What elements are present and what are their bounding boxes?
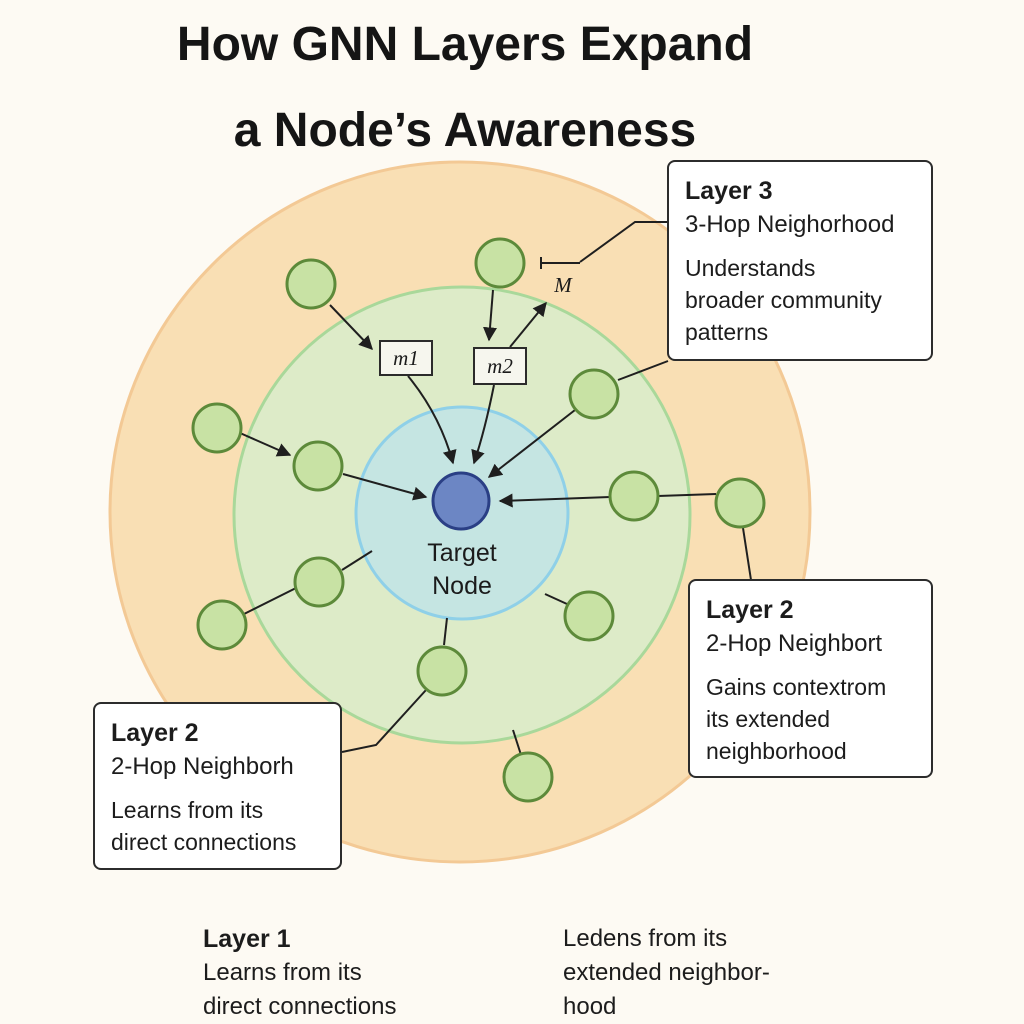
callout-layer3-desc-3: patterns (685, 319, 769, 345)
target-label-line-2: Node (432, 572, 492, 600)
edge (243, 585, 301, 615)
callout-layer2-right-title: Layer 2 (706, 596, 794, 624)
callout-layer3-subtitle: 3-Hop Neighorhood (685, 211, 895, 238)
neighbor-node (474, 237, 526, 289)
bottom-caption-right: Ledens from its extended neighbor- hood (563, 922, 770, 1024)
arrow-edge (487, 409, 576, 478)
neighbor-node (568, 368, 620, 420)
callout-layer2-left-desc-1: Learns from its (111, 797, 264, 823)
callout-connector-M (579, 221, 668, 263)
edges (243, 221, 752, 759)
callout-layer2-left-title: Layer 2 (111, 719, 199, 747)
callout-layer3-desc-1: Understands (685, 255, 816, 281)
message-box-m1 (379, 340, 433, 376)
message-label-m2: m2 (487, 354, 513, 378)
neighbor-node (563, 590, 615, 642)
edge (341, 550, 373, 571)
bottom-caption-right-line-3: hood (563, 993, 617, 1020)
neighbor-nodes (191, 237, 766, 803)
neighbor-node (285, 258, 337, 310)
message-box-m2 (473, 347, 527, 385)
callout-layer2-right-desc-2: its extended (706, 706, 831, 732)
aggregate-label-M: M (553, 273, 573, 297)
callout-layer2-right: Layer 2 2-Hop Neighbort Gains contextrom… (688, 579, 933, 778)
callout-layer2-left-desc-2: direct connections (111, 829, 297, 855)
callout-layer2-right-desc-3: neighborhood (706, 738, 847, 764)
callout-layer2-left-subtitle: 2-Hop Neighborh (111, 753, 294, 780)
neighbor-node (196, 599, 248, 651)
bottom-caption-left-line-2: direct connections (203, 993, 397, 1020)
callout-connector-layer3 (617, 360, 669, 381)
callout-layer2-left: Layer 2 2-Hop Neighborh Learns from its … (93, 702, 342, 870)
neighbor-node (416, 645, 468, 697)
arrow-edge (509, 301, 547, 348)
bottom-caption-left-title: Layer 1 (203, 925, 291, 953)
message-label-m1: m1 (393, 346, 419, 370)
diagram-title: How GNN Layers Expand a Node’s Awareness (0, 2, 930, 174)
arrow-edge (483, 289, 497, 342)
neighbor-node (714, 477, 766, 529)
bottom-caption-left-line-1: Learns from its (203, 959, 362, 986)
callout-layer3-title: Layer 3 (685, 177, 773, 205)
arrow-edge (329, 304, 373, 351)
neighbor-node (293, 556, 345, 608)
bottom-caption-left: Layer 1 Learns from its direct connectio… (203, 922, 396, 1024)
edge (657, 493, 717, 497)
callout-layer3: Layer 3 3-Hop Neighorhood Understands br… (667, 160, 933, 361)
title-line-1: How GNN Layers Expand (176, 18, 754, 71)
neighbor-node (292, 440, 344, 492)
target-node (431, 471, 491, 531)
arrow-edge (407, 375, 457, 465)
neighbor-node (608, 470, 660, 522)
callout-layer2-right-subtitle: 2-Hop Neighbort (706, 630, 883, 657)
bottom-caption-right-line-2: extended neighbor- (563, 959, 770, 986)
neighbor-node (502, 751, 554, 803)
edge (544, 593, 568, 605)
arrow-edge (498, 493, 611, 508)
neighbor-node (191, 402, 243, 454)
arrow-edge (342, 473, 428, 501)
arrow-edge (471, 384, 495, 465)
callout-connector-layer2-left (341, 689, 427, 753)
bottom-caption-right-line-1: Ledens from its (563, 925, 728, 952)
title-line-2: a Node’s Awareness (233, 104, 697, 157)
message-arrows (239, 289, 611, 508)
arrow-edge (239, 432, 292, 457)
target-label-line-1: Target (427, 539, 497, 567)
edge (742, 527, 752, 581)
callout-layer3-desc-2: broader community (685, 287, 882, 313)
callout-layer2-right-desc-1: Gains contextrom (706, 674, 887, 700)
edge (443, 617, 448, 646)
